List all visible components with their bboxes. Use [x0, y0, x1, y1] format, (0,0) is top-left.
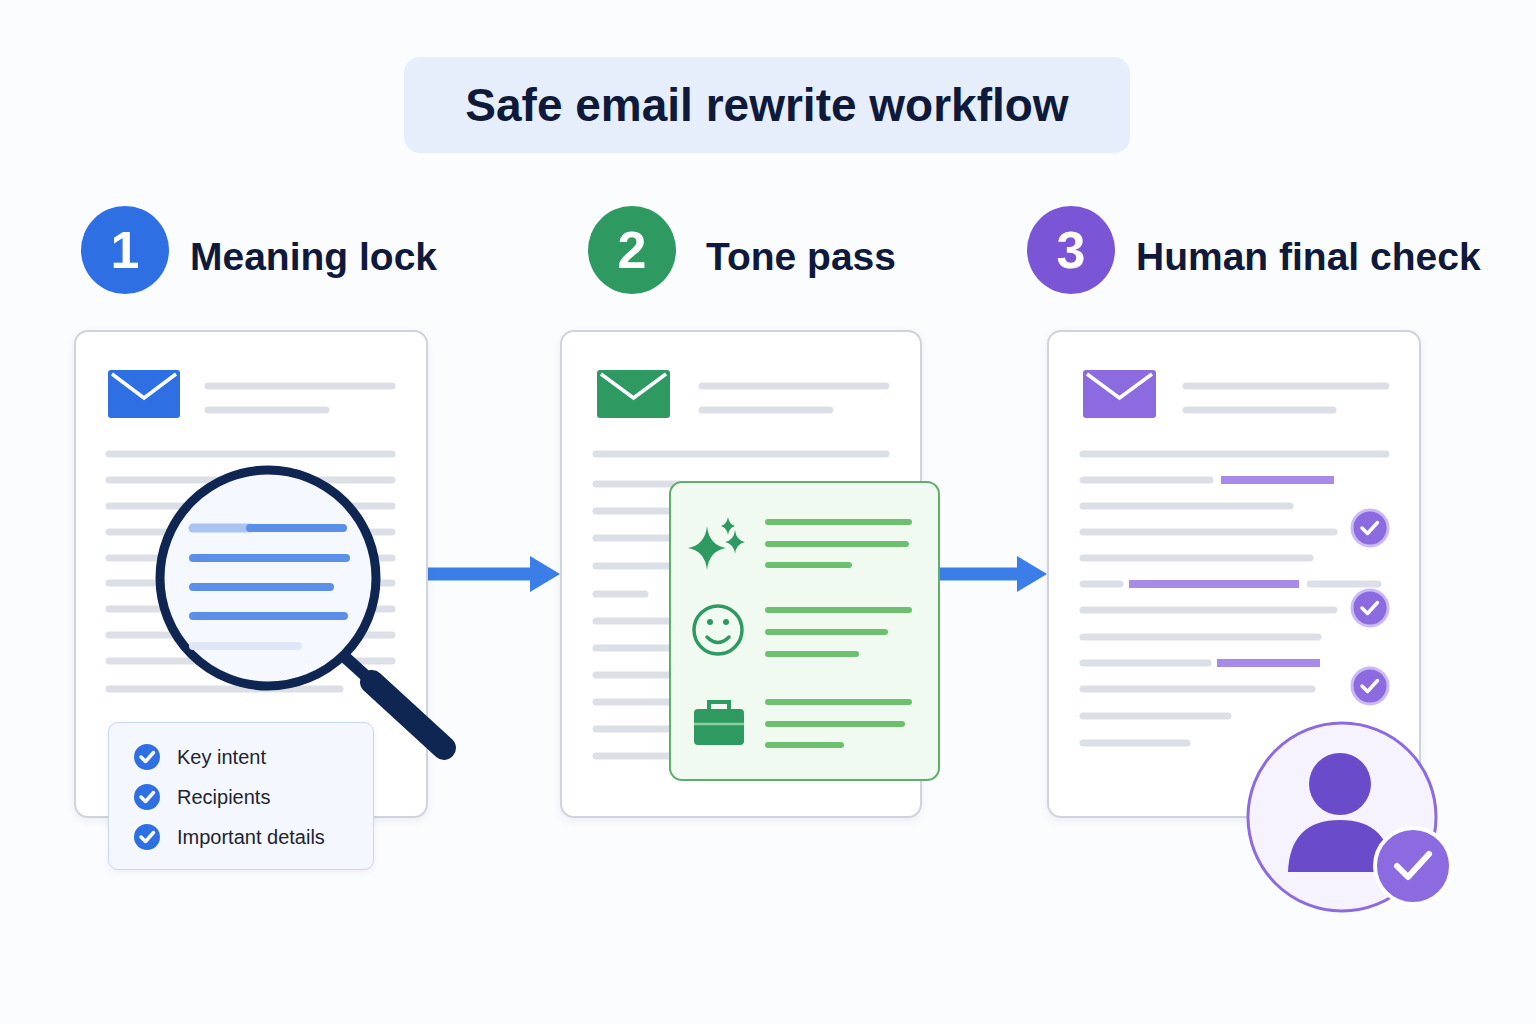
step-card: Meaning lockKey intentRecipientsImportan…: [74, 330, 428, 818]
step-number-text: 3: [1057, 224, 1086, 276]
title-box: Safe email rewrite workflow: [404, 57, 1130, 153]
flow-arrow: [428, 568, 532, 581]
step-number-text: 2: [618, 224, 647, 276]
step-heading: Tone pass: [706, 235, 896, 279]
checklist-box: Key intentRecipientsImportant details: [108, 722, 374, 870]
step-number-text: 1: [111, 224, 140, 276]
step-heading: Human final check: [1136, 235, 1481, 279]
approval-check: [1397, 854, 1429, 877]
avatar-body: [1288, 820, 1392, 872]
checklist-item: Important details: [109, 817, 373, 857]
checklist-item: Recipients: [109, 777, 373, 817]
step-number: 1: [81, 206, 169, 294]
step-number: 2: [588, 206, 676, 294]
flow-arrow: [922, 568, 1019, 581]
step-heading: Meaning lock: [190, 235, 437, 279]
step-number: 3: [1027, 206, 1115, 294]
checklist-item: Key intent: [109, 737, 373, 777]
step-card: Human final check: [1047, 330, 1421, 818]
diagram-title: Safe email rewrite workflow: [465, 78, 1068, 132]
step-card: Tone pass: [560, 330, 922, 818]
approval-badge: [1375, 828, 1451, 904]
